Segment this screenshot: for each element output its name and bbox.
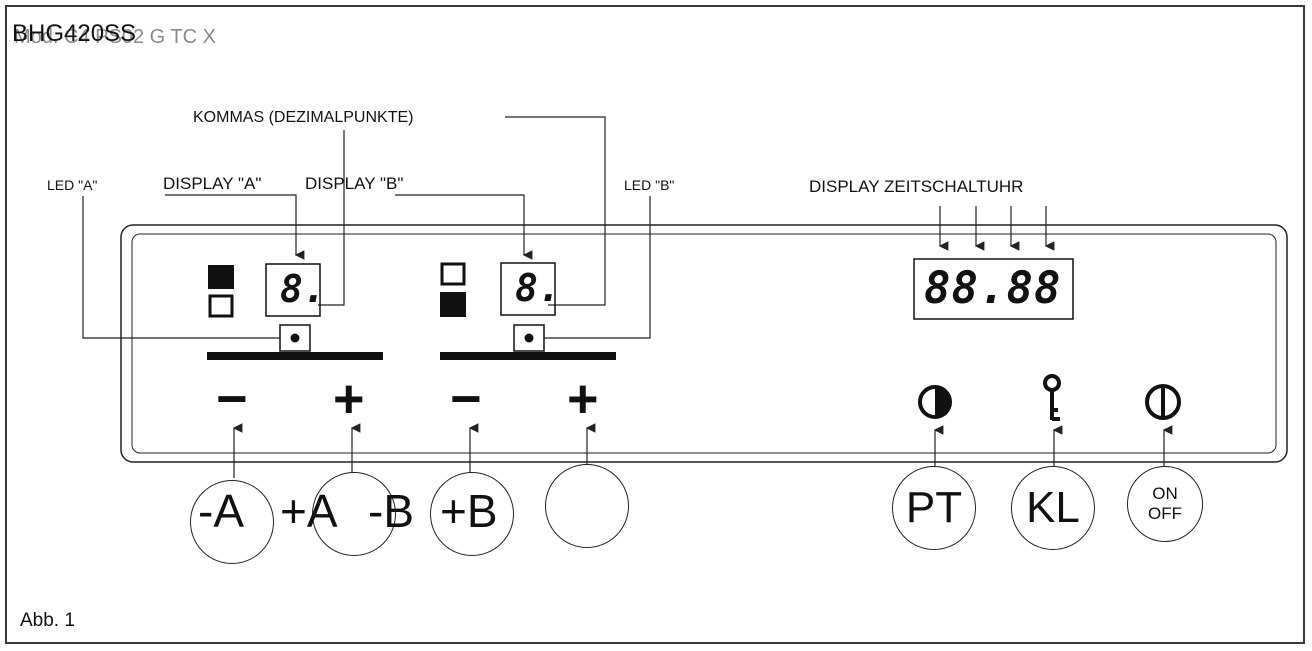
display-a-label: DISPLAY "A" bbox=[163, 174, 262, 193]
timer-display-box bbox=[913, 258, 1074, 320]
minus-a-symbol: − bbox=[216, 369, 248, 429]
leader-display-b bbox=[395, 194, 533, 260]
button-minus-b-label: -B bbox=[368, 485, 414, 537]
leader-led-b bbox=[544, 196, 651, 339]
display-b-digit: 8. bbox=[515, 266, 561, 310]
led-a-lower-empty bbox=[208, 294, 234, 318]
figure-frame bbox=[5, 5, 1305, 644]
display-b-label: DISPLAY "B" bbox=[305, 174, 404, 193]
model-label: BHG420SS bbox=[12, 20, 137, 47]
minus-b-symbol: − bbox=[450, 369, 482, 429]
figure-caption: Abb. 1 bbox=[20, 610, 75, 631]
led-a-label: LED "A" bbox=[47, 177, 98, 193]
timer-digits: 88.88 bbox=[924, 263, 1062, 314]
button-minus-a-label: -A bbox=[198, 485, 244, 537]
leader-kommas-a bbox=[318, 130, 345, 306]
dot-a bbox=[290, 333, 300, 343]
leader-display-a bbox=[165, 194, 305, 260]
button-kl-label: KL bbox=[1026, 483, 1080, 532]
display-a-box bbox=[265, 263, 321, 317]
slider-bar-b bbox=[440, 352, 616, 360]
button-minus-a[interactable] bbox=[190, 480, 274, 564]
timer-digit-arrows bbox=[938, 206, 1055, 251]
button-pt[interactable]: PT bbox=[892, 466, 976, 550]
button-plus-a[interactable] bbox=[312, 472, 396, 556]
button-plus-b-label: +B bbox=[440, 485, 498, 537]
slider-bar-a bbox=[207, 352, 383, 360]
button-plus-a-label: +A bbox=[280, 485, 338, 537]
power-icon bbox=[1145, 384, 1181, 420]
button-pt-label: PT bbox=[905, 483, 963, 532]
plus-a-symbol: + bbox=[333, 369, 365, 429]
timer-icon bbox=[918, 385, 952, 419]
key-icon bbox=[1043, 374, 1061, 421]
display-a-digit: 8. bbox=[280, 267, 326, 311]
button-off-label: OFF bbox=[1148, 504, 1182, 523]
button-plus-b[interactable] bbox=[430, 472, 514, 556]
control-panel-outline bbox=[120, 224, 1288, 463]
ghost-model-label: Mod. C4 PS02 G TC X bbox=[14, 26, 216, 48]
led-a-upper-filled bbox=[208, 265, 234, 289]
led-b-upper-empty bbox=[440, 262, 466, 286]
button-empty[interactable] bbox=[545, 464, 629, 548]
kommas-label: KOMMAS (DEZIMALPUNKTE) bbox=[193, 109, 414, 126]
button-kl[interactable]: KL bbox=[1011, 466, 1095, 550]
led-b-lower-filled bbox=[440, 292, 466, 317]
dot-b bbox=[524, 333, 534, 343]
button-on-label: ON bbox=[1152, 484, 1178, 504]
plus-b-symbol: + bbox=[567, 369, 599, 429]
button-on-off[interactable]: ON OFF bbox=[1127, 466, 1203, 542]
button-arrows bbox=[232, 423, 1173, 478]
display-b-box bbox=[500, 262, 556, 316]
leader-led-a bbox=[82, 196, 280, 339]
led-b-label: LED "B" bbox=[624, 177, 675, 193]
display-timer-label: DISPLAY ZEITSCHALTUHR bbox=[809, 177, 1024, 196]
leader-kommas-b bbox=[505, 116, 606, 306]
